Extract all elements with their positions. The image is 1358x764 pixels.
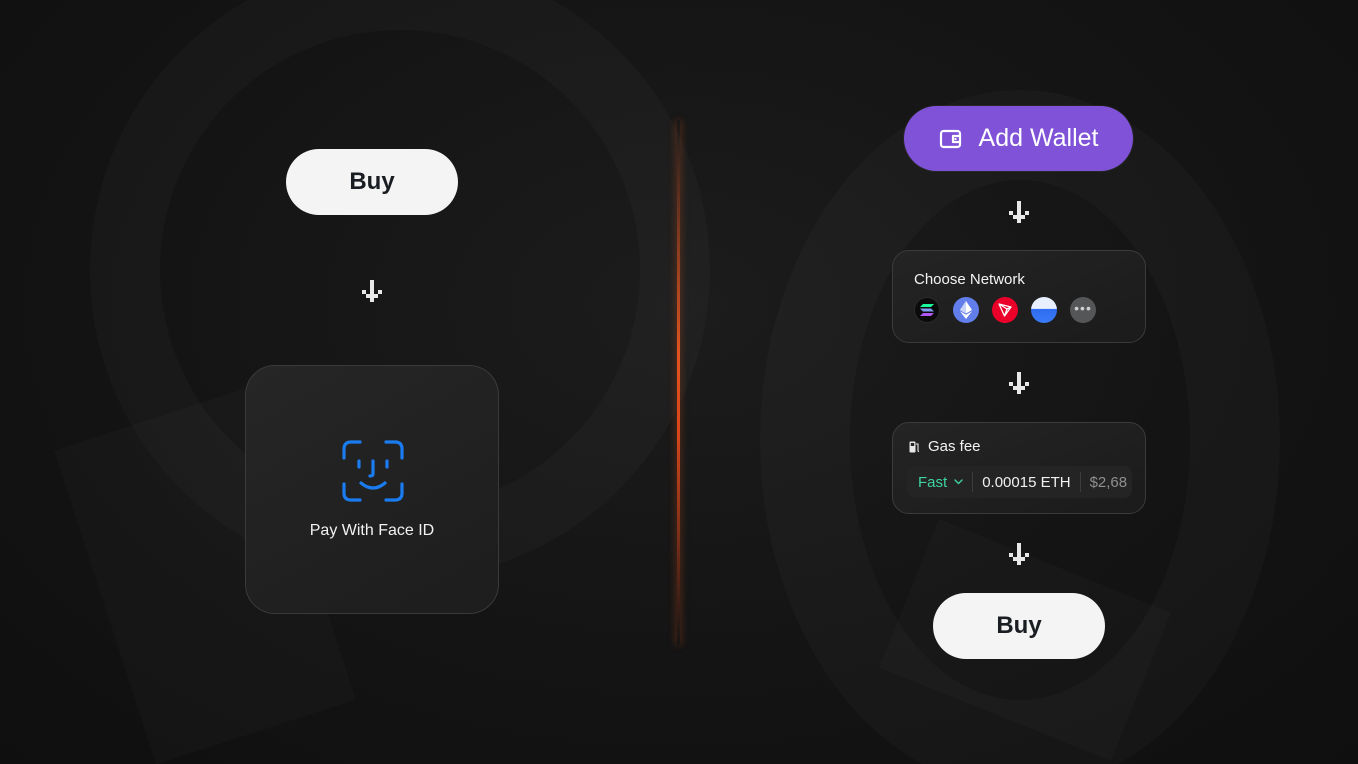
face-id-card[interactable]: Pay With Face ID xyxy=(245,365,499,614)
gas-fee-header: Gas fee xyxy=(909,438,981,455)
gas-fee-panel: Gas fee Fast 0.00015 ETH $2,68 xyxy=(892,422,1146,514)
arrow-down-icon xyxy=(1007,201,1031,225)
buy-button-right[interactable]: Buy xyxy=(933,593,1105,659)
add-wallet-button[interactable]: Add Wallet xyxy=(904,106,1133,171)
solana-icon[interactable] xyxy=(914,297,940,323)
network-icon[interactable] xyxy=(1031,297,1057,323)
gas-speed-value: Fast xyxy=(918,473,948,491)
wallet-icon xyxy=(939,128,963,150)
gas-usd-value: $2,68 xyxy=(1089,473,1128,491)
center-divider xyxy=(677,120,680,645)
ethereum-icon[interactable] xyxy=(953,297,979,323)
choose-network-title: Choose Network xyxy=(914,271,1025,288)
network-options: ••• xyxy=(914,297,1096,323)
arrow-down-icon xyxy=(1007,543,1031,567)
arrow-down-icon xyxy=(360,280,384,304)
add-wallet-label: Add Wallet xyxy=(978,124,1099,152)
face-id-label: Pay With Face ID xyxy=(309,522,435,539)
separator xyxy=(972,472,974,492)
separator xyxy=(1079,472,1081,492)
gas-fee-row: Fast 0.00015 ETH $2,68 xyxy=(907,466,1132,498)
chevron-down-icon xyxy=(954,479,963,485)
more-icon[interactable]: ••• xyxy=(1070,297,1096,323)
tron-icon[interactable] xyxy=(992,297,1018,323)
gas-speed-dropdown[interactable]: Fast xyxy=(907,474,963,491)
buy-button-left[interactable]: Buy xyxy=(286,149,458,215)
face-id-icon xyxy=(342,440,404,507)
arrow-down-icon xyxy=(1007,372,1031,396)
gas-fee-title: Gas fee xyxy=(928,438,981,455)
fuel-pump-icon xyxy=(909,441,920,453)
choose-network-panel: Choose Network ••• xyxy=(892,250,1146,343)
gas-amount: 0.00015 ETH xyxy=(982,473,1071,491)
